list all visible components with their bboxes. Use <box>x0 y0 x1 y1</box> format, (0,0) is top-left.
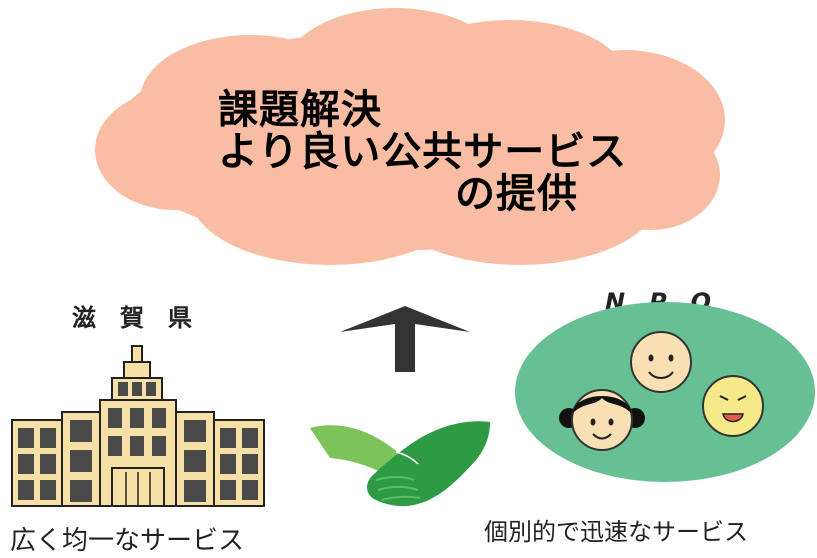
handshake-icon <box>310 421 490 507</box>
cloud-line-3: の提供 <box>455 171 578 217</box>
npo-caption: 個別的で迅速なサービス <box>484 518 748 546</box>
shiga-caption: 広く均一なサービス <box>10 526 245 556</box>
cloud-line-2: より良い公共サービス <box>218 129 628 175</box>
shiga-title: 滋 賀 県 <box>72 304 192 332</box>
up-arrow-icon <box>340 306 470 372</box>
government-building-icon <box>11 345 265 507</box>
people-faces-icon <box>559 331 764 451</box>
cloud-line-1: 課題解決 <box>218 87 382 133</box>
